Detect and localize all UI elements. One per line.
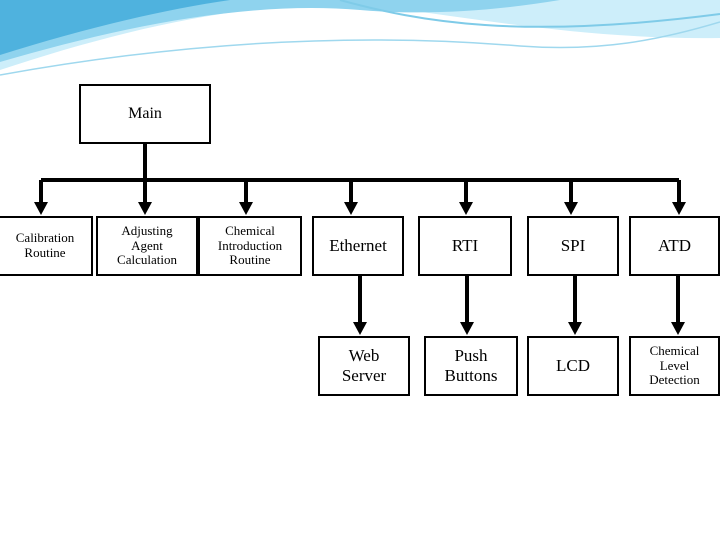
- arrowhead-rti: [459, 202, 473, 215]
- node-chemical-level-detection: Chemical Level Detection: [629, 336, 720, 396]
- wave-line-2: [0, 21, 720, 76]
- wave-dark: [0, 0, 230, 55]
- arrowhead-web-server: [353, 322, 367, 335]
- arrowhead-atd: [672, 202, 686, 215]
- arrowhead-chemical-intro: [239, 202, 253, 215]
- arrowhead-ethernet: [344, 202, 358, 215]
- arrowhead-spi: [564, 202, 578, 215]
- node-rti: RTI: [418, 216, 512, 276]
- arrowhead-lcd: [568, 322, 582, 335]
- node-adjusting-agent-calculation: Adjusting Agent Calculation: [96, 216, 198, 276]
- header-wave-decoration: [0, 0, 720, 76]
- node-lcd: LCD: [527, 336, 619, 396]
- arrowhead-calibration: [34, 202, 48, 215]
- node-spi: SPI: [527, 216, 619, 276]
- wave-line-1: [339, 0, 720, 28]
- node-main: Main: [79, 84, 211, 144]
- node-chemical-introduction-routine: Chemical Introduction Routine: [198, 216, 302, 276]
- arrowhead-adjusting: [138, 202, 152, 215]
- node-atd: ATD: [629, 216, 720, 276]
- node-web-server: Web Server: [318, 336, 410, 396]
- node-calibration-routine: Calibration Routine: [0, 216, 93, 276]
- node-push-buttons: Push Buttons: [424, 336, 518, 396]
- arrowhead-chemical-level: [671, 322, 685, 335]
- arrowhead-push-buttons: [460, 322, 474, 335]
- node-ethernet: Ethernet: [312, 216, 404, 276]
